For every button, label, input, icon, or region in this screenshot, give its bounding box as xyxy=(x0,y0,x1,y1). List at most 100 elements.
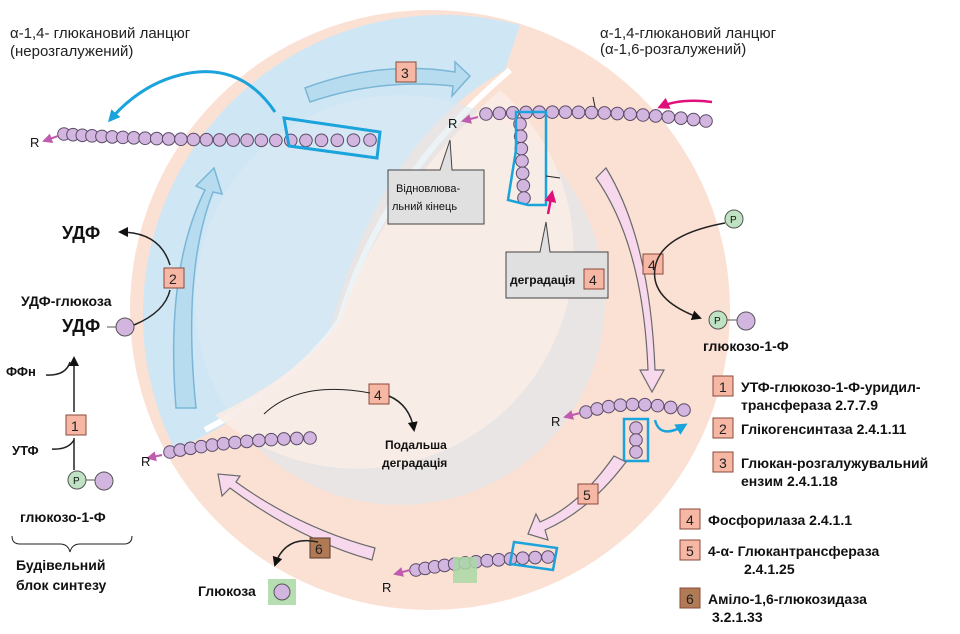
glucose-unit xyxy=(629,445,643,459)
glucose-unit xyxy=(674,111,688,126)
legend-box-5 xyxy=(679,539,701,561)
step2-number: 2 xyxy=(169,271,177,287)
step3-box xyxy=(395,61,417,83)
branch-box-middle xyxy=(622,417,650,463)
phosphate-right-in xyxy=(724,209,744,229)
glucose-highlight-bottom xyxy=(453,557,477,583)
glucose-unit xyxy=(699,114,713,128)
further-line1: Подальша xyxy=(385,438,447,452)
glucose-unit xyxy=(264,432,279,447)
glucose-unit xyxy=(516,178,531,193)
further-step4-box xyxy=(368,383,390,405)
glucose-unit xyxy=(226,133,241,147)
legend-box-6 xyxy=(679,587,701,609)
glucose-unit xyxy=(199,132,214,147)
restore-end-line1: Відновлюва- xyxy=(396,183,460,195)
legend-text-2: Глікогенсинтаза 2.4.1.11 xyxy=(741,421,907,437)
glucose-unit xyxy=(579,405,593,419)
glucose-unit-right-out xyxy=(736,311,756,331)
glucose-unit xyxy=(212,133,227,147)
glucose-unit xyxy=(541,550,555,564)
step5-box xyxy=(577,483,599,505)
glucose-unit xyxy=(650,398,665,413)
degradation-step4-box xyxy=(583,268,605,290)
glucose-unit xyxy=(330,133,345,148)
glucose-unit xyxy=(558,105,573,119)
degradation-label: деградація xyxy=(510,273,575,287)
glucose-unit xyxy=(663,400,678,415)
legend-box-2 xyxy=(712,417,734,439)
ppn-label: ФФн xyxy=(6,364,36,379)
glucose-unit xyxy=(571,105,586,120)
phosphate-right-out-label: P xyxy=(714,316,721,327)
glucose-unit xyxy=(686,112,701,127)
left-title-line1: α-1,4- глюкановий ланцюг xyxy=(10,25,191,42)
glucose-unit xyxy=(127,131,141,145)
glucose-unit xyxy=(290,431,304,446)
blue-arrow-middle xyxy=(653,419,688,435)
glucose-unit xyxy=(277,432,291,446)
glucose-unit xyxy=(648,109,663,123)
glucose-unit xyxy=(661,110,676,124)
legend-number-2: 2 xyxy=(719,421,727,437)
degradation-callout xyxy=(505,221,609,299)
legend-text-6-line2: 3.2.1.33 xyxy=(712,609,763,625)
glucose-unit-left xyxy=(94,471,114,491)
glucose-unit xyxy=(149,131,164,146)
legend-box-3 xyxy=(712,451,734,473)
glucose-unit xyxy=(479,107,493,121)
step3-arrow xyxy=(304,60,472,103)
step2-arrow xyxy=(172,166,224,409)
udp-top-label: УДФ xyxy=(62,223,100,243)
glucose-unit xyxy=(515,154,529,168)
glucose1p-left-label: глюкозо-1-Ф xyxy=(20,509,106,525)
right-title-line1: α-1,4-глюкановий ланцюг xyxy=(600,25,777,42)
r-label-3: R xyxy=(551,414,560,429)
further-step4-number: 4 xyxy=(374,387,382,403)
legend-number-6: 6 xyxy=(686,591,694,607)
glucose-unit xyxy=(515,166,530,181)
step3-number: 3 xyxy=(401,65,409,81)
glucose-unit xyxy=(491,552,506,567)
ppn-branch-line xyxy=(45,361,71,376)
glucose-release-arrow xyxy=(272,540,319,567)
left-title-line2: (нерозгалужений) xyxy=(10,43,133,60)
step5-number: 5 xyxy=(583,487,591,503)
utp-branch-line xyxy=(51,439,75,450)
udp-bottom-label: УДФ xyxy=(62,316,100,336)
glucose-unit xyxy=(174,132,188,147)
glucose-unit xyxy=(314,133,329,148)
step4-arrow xyxy=(595,167,666,394)
magenta-arrow-top xyxy=(657,97,713,109)
step1-number: 1 xyxy=(71,418,79,434)
glucose-unit xyxy=(601,399,616,414)
glucose-unit xyxy=(545,105,560,119)
chain-further-degradation xyxy=(163,431,317,459)
glucose-unit xyxy=(623,107,637,121)
further-line2: деградація xyxy=(382,456,447,470)
glucose-unit xyxy=(254,133,269,148)
glucose-unit xyxy=(299,133,313,148)
glucose-unit xyxy=(625,397,640,412)
step6-number: 6 xyxy=(315,541,323,557)
glucose-unit xyxy=(240,434,254,449)
glucose1p-right-label: глюкозо-1-Ф xyxy=(703,338,789,354)
transfer-segment-box xyxy=(282,116,382,160)
segment-box-bottom xyxy=(508,540,559,572)
right-title-line2: (α-1,6-розгалужений) xyxy=(600,41,746,58)
degradation-step4-number: 4 xyxy=(589,272,597,288)
legend-box-4 xyxy=(679,508,701,530)
legend-text-5-line2: 2.4.1.25 xyxy=(744,561,795,577)
glucose-unit xyxy=(252,433,266,448)
glucose-unit xyxy=(636,108,650,122)
glucose-unit xyxy=(269,133,283,148)
glucose-unit xyxy=(205,438,220,452)
glucose-unit xyxy=(346,133,361,147)
glucose-unit xyxy=(590,402,604,416)
glucose-unit xyxy=(161,132,176,146)
glucose-unit xyxy=(138,131,152,146)
glucose-unit xyxy=(240,133,254,148)
legend-text-1: УТФ-глюкозо-1-Ф-уридил- xyxy=(741,379,921,395)
further-degradation-arrow xyxy=(388,395,418,432)
